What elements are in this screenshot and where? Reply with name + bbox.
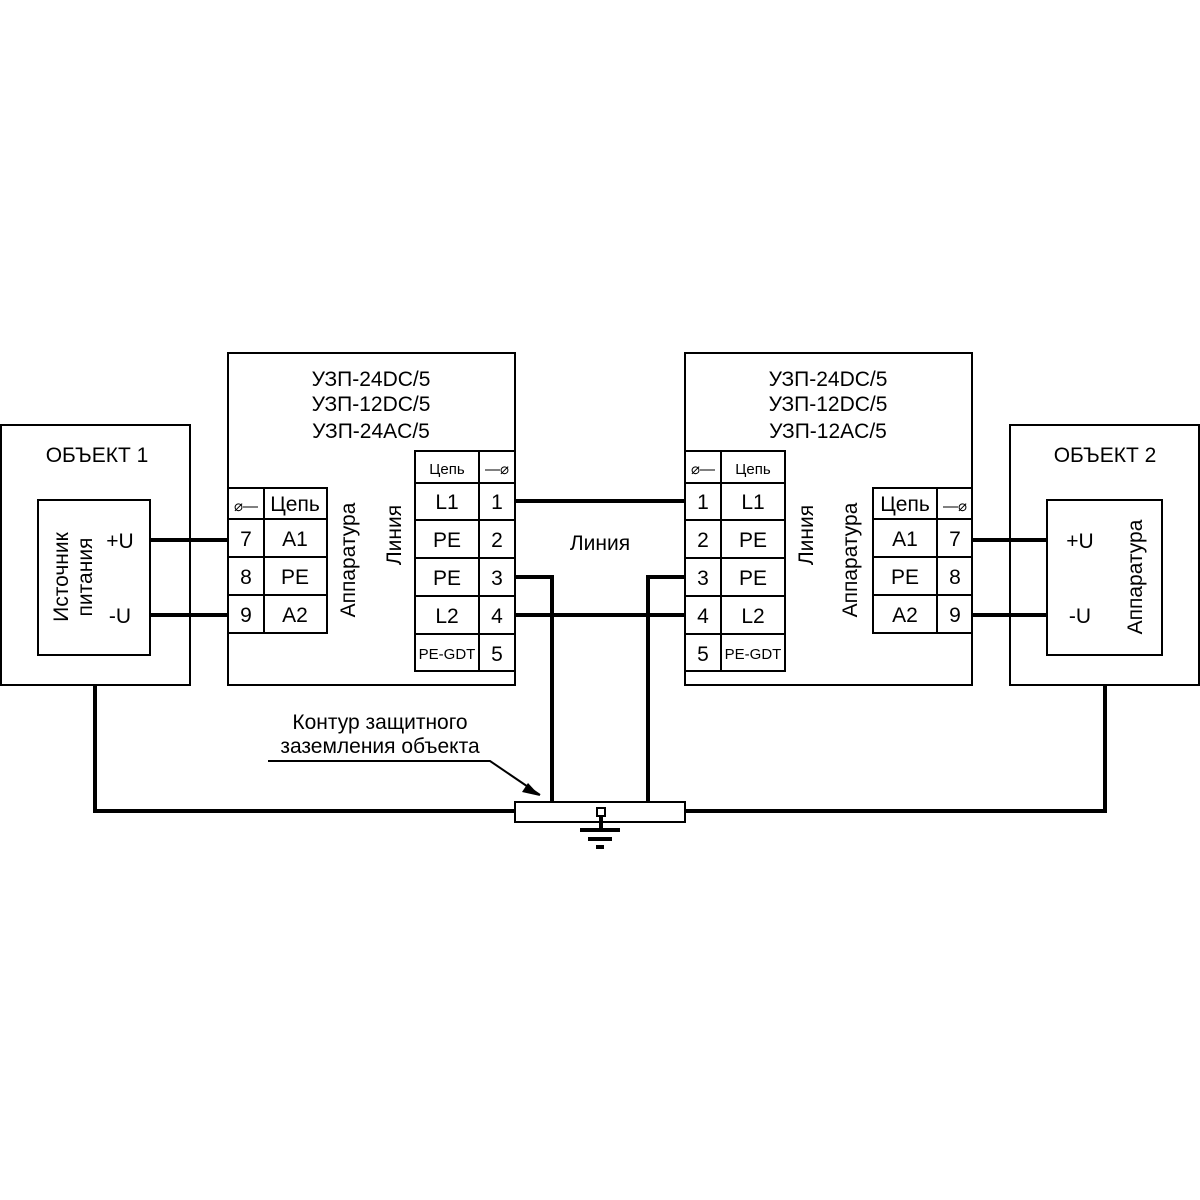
circuit-name: L1 [741,491,764,514]
uzp-left-model-2: УЗП-12DC/5 [312,393,431,416]
terminal-number: 4 [697,605,709,628]
ground-bus-bar [514,801,686,849]
circuit-name: L1 [435,491,458,514]
ground-terminal [596,807,606,817]
terminal-number: 9 [240,604,252,627]
object-1-minus-u: -U [109,605,131,628]
circuit-name: PE [433,529,461,552]
apparatus-box [1046,499,1163,656]
terminal-number: 7 [949,528,961,551]
terminal-number: 3 [697,567,709,590]
uzp-right: УЗП-24DC/5 УЗП-12DC/5 УЗП-12AC/5 Линия А… [684,352,973,686]
terminal-number: 1 [697,491,709,514]
terminal-number: 2 [697,529,709,552]
power-source-label-1: Источник [50,531,73,621]
terminal-number: 8 [240,566,252,589]
terminal-number: 9 [949,604,961,627]
uzp-right-model-3: УЗП-12AC/5 [769,420,887,443]
uzp-right-model-2: УЗП-12DC/5 [769,393,888,416]
terminal-number: 5 [697,643,709,666]
ground-annotation: Контур защитного заземления объекта [268,711,541,796]
circuit-header: Цепь [270,493,320,516]
object-2-apparatus-label: Аппаратура [1124,519,1147,634]
uzp-right-model-1: УЗП-24DC/5 [769,368,888,391]
line-label: Линия [570,532,630,555]
object-2-minus-u: -U [1069,605,1091,628]
uzp-left-line-label: Линия [383,505,406,565]
ground-icon [580,828,620,849]
object-1-plus-u: +U [106,530,133,553]
circuit-name: A2 [282,604,308,627]
uzp-right-apparatus-label: Аппаратура [839,502,862,617]
power-source-label-2: питания [74,538,97,617]
circuit-name: PE [281,566,309,589]
ground-note-line-1: Контур защитного [292,711,467,734]
circuit-name: PE [739,529,767,552]
terminal-number: 7 [240,528,252,551]
terminal-header: —⌀ [943,498,967,515]
circuit-name: PE [433,567,461,590]
terminal-header: ⌀— [234,498,258,515]
uzp-left-apparatus-table: ⌀— Цепь 7 A1 8 PE 9 A2 [227,487,328,634]
circuit-name: A1 [282,528,308,551]
uzp-left-apparatus-label: Аппаратура [337,502,360,617]
object-2: ОБЪЕКТ 2 Аппаратура +U -U [1009,424,1200,686]
wires [93,499,1107,813]
uzp-left-model-1: УЗП-24DC/5 [312,368,431,391]
uzp-left-line-table: Цепь —⌀ L1 1 PE 2 PE 3 L2 4 PE-GDT 5 [414,450,516,672]
uzp-right-apparatus-table: Цепь —⌀ A1 7 PE 8 A2 9 [872,487,973,634]
terminal-number: 5 [491,643,503,666]
terminal-header: ⌀— [691,461,715,478]
circuit-header: Цепь [429,461,465,478]
uzp-left-model-3: УЗП-24AC/5 [312,420,430,443]
object-2-plus-u: +U [1066,530,1093,553]
circuit-name: PE-GDT [725,646,782,663]
object-1-title: ОБЪЕКТ 1 [46,444,149,467]
object-1: ОБЪЕКТ 1 Источник питания +U -U [0,424,191,686]
uzp-left: УЗП-24DC/5 УЗП-12DC/5 УЗП-24AC/5 Аппарат… [227,352,516,686]
terminal-number: 3 [491,567,503,590]
circuit-header: Цепь [880,493,930,516]
circuit-name: PE-GDT [419,646,476,663]
circuit-header: Цепь [735,461,771,478]
power-source-box [37,499,151,656]
circuit-name: PE [739,567,767,590]
uzp-right-line-label: Линия [795,505,818,565]
terminal-number: 1 [491,491,503,514]
circuit-name: A1 [892,528,918,551]
circuit-name: L2 [435,605,458,628]
object-2-title: ОБЪЕКТ 2 [1054,444,1157,467]
terminal-number: 8 [949,566,961,589]
arrow-head-icon [522,783,540,796]
terminal-header: —⌀ [485,461,509,478]
terminal-number: 2 [491,529,503,552]
ground-note-line-2: заземления объекта [280,735,480,758]
circuit-name: PE [891,566,919,589]
uzp-right-line-table: ⌀— Цепь 1 L1 2 PE 3 PE 4 L2 5 PE-GDT [684,450,786,672]
terminal-number: 4 [491,605,503,628]
circuit-name: L2 [741,605,764,628]
circuit-name: A2 [892,604,918,627]
